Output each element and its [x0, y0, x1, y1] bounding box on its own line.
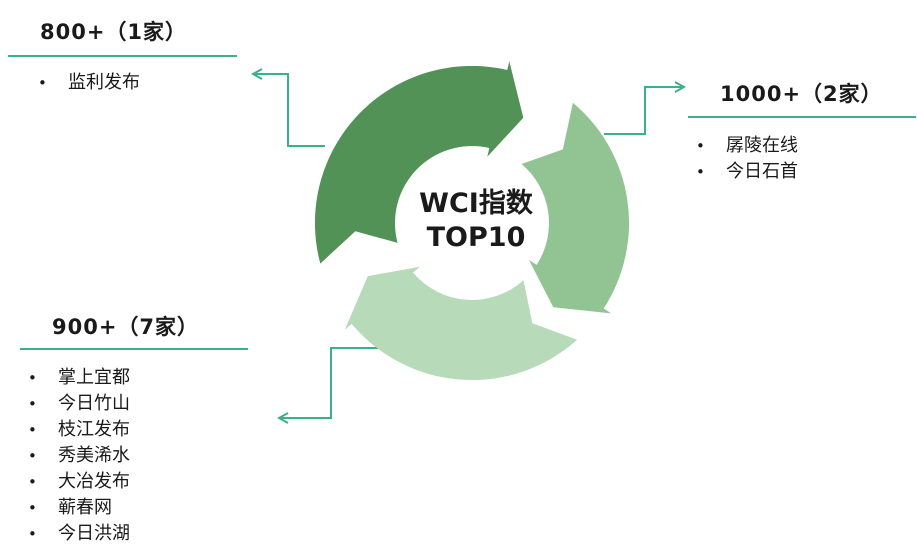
list-item: 掌上宜都 — [28, 365, 130, 391]
group-title-1000: 1000+（2家） — [720, 82, 883, 106]
ring-segment-light — [344, 266, 578, 381]
ring-segment-dark — [314, 61, 524, 264]
list-item: 孱陵在线 — [696, 133, 798, 159]
center-label-line1: WCI指数 — [419, 188, 533, 219]
list-item: 枝江发布 — [28, 417, 130, 443]
list-item: 今日洪湖 — [28, 521, 130, 547]
group-list-900: 掌上宜都 今日竹山 枝江发布 秀美浠水 大冶发布 蕲春网 今日洪湖 — [28, 365, 130, 547]
connector-800-arrow — [253, 74, 325, 147]
group-list-1000: 孱陵在线 今日石首 — [696, 133, 798, 185]
group-divider-900 — [20, 348, 248, 350]
connector-900-arrow — [279, 347, 385, 418]
connector-1000-arrow — [604, 87, 684, 135]
ring-segment-mid — [521, 102, 630, 314]
list-item: 今日石首 — [696, 159, 798, 185]
list-item: 大冶发布 — [28, 469, 130, 495]
center-label: WCI指数 TOP10 — [396, 187, 556, 255]
group-title-800: 800+（1家） — [40, 20, 188, 44]
list-item: 今日竹山 — [28, 391, 130, 417]
group-divider-800 — [8, 55, 237, 57]
group-list-800: 监利发布 — [38, 70, 140, 96]
group-title-900: 900+（7家） — [52, 315, 200, 339]
list-item: 秀美浠水 — [28, 443, 130, 469]
list-item: 监利发布 — [38, 70, 140, 96]
group-divider-1000 — [688, 116, 916, 118]
cycle-ring — [314, 61, 630, 381]
center-label-line2: TOP10 — [426, 222, 526, 253]
list-item: 蕲春网 — [28, 495, 130, 521]
